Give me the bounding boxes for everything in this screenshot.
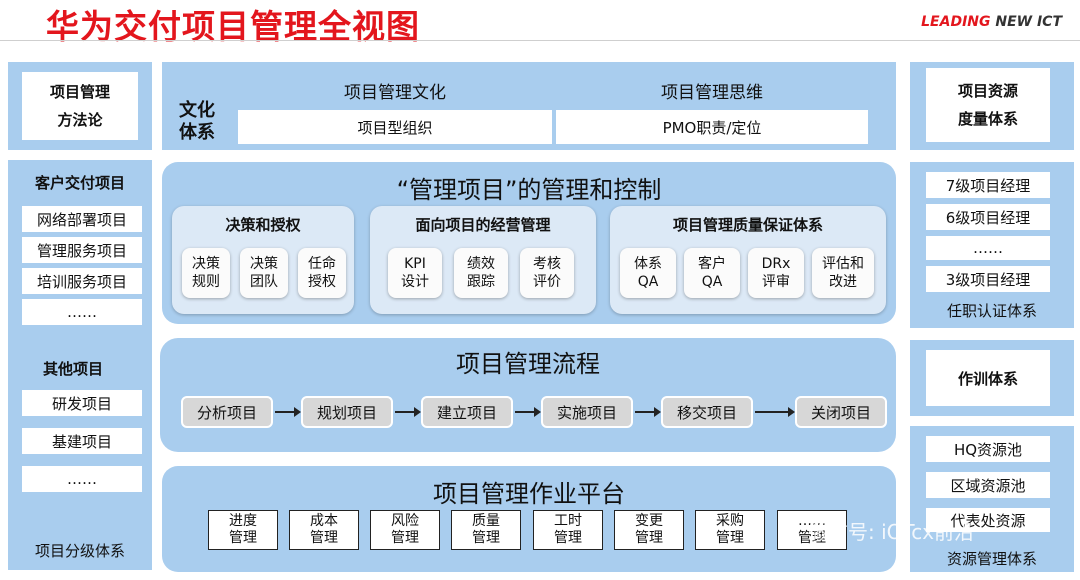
customer-item-label: 培训服务项目 (36, 272, 127, 291)
header-divider (0, 40, 1080, 41)
level-label: 6级项目经理 (945, 208, 1031, 227)
page-title: 华为交付项目管理全视图 (46, 7, 420, 46)
card-decision-team: 决策 团队 (240, 248, 288, 298)
other-item-label: …… (67, 470, 97, 488)
level-label: 7级项目经理 (945, 176, 1031, 195)
platform-panel (162, 466, 896, 572)
arrow-right-icon (755, 407, 795, 417)
culture-box-label: PMO职责/定位 (662, 118, 762, 137)
control-title: “管理项目”的管理和控制 (396, 176, 662, 204)
level-more: …… (926, 236, 1050, 260)
step-implement: 实施项目 (541, 396, 633, 428)
arrow-right-icon (515, 407, 541, 417)
customer-item-training: 培训服务项目 (22, 268, 142, 294)
platform-more: …… 管理 (777, 510, 847, 550)
methodology-box: 项目管理 方法论 (22, 72, 138, 140)
quality-group-title: 项目管理质量保证体系 (672, 216, 823, 234)
arrow-right-icon (395, 407, 421, 417)
customer-item-network: 网络部署项目 (22, 206, 142, 232)
customer-item-label: 管理服务项目 (36, 241, 127, 260)
card-customer-qa: 客户 QA (684, 248, 740, 298)
resource-measure-label: 项目资源 度量体系 (957, 82, 1018, 128)
resource-pool-footer: 资源管理体系 (946, 550, 1037, 568)
platform-title: 项目管理作业平台 (433, 480, 625, 508)
platform-risk: 风险 管理 (370, 510, 440, 550)
card-decision-rules: 决策 规则 (182, 248, 230, 298)
other-item-label: 研发项目 (51, 394, 112, 413)
pool-regional: 区域资源池 (926, 472, 1050, 498)
step-establish: 建立项目 (421, 396, 513, 428)
card-evaluation-improvement: 评估和 改进 (812, 248, 874, 298)
other-item-more: …… (22, 466, 142, 492)
decision-group-title: 决策和授权 (225, 216, 301, 234)
arrow-right-icon (275, 407, 301, 417)
platform-schedule: 进度 管理 (208, 510, 278, 550)
customer-projects-title: 客户交付项目 (34, 174, 125, 192)
customer-item-label: …… (67, 303, 97, 321)
platform-hours: 工时 管理 (533, 510, 603, 550)
culture-box-project-org: 项目型组织 (238, 110, 552, 144)
pool-representative: 代表处资源 (926, 508, 1050, 532)
operations-group-title: 面向项目的经营管理 (415, 216, 551, 234)
training-label: 作训体系 (957, 369, 1018, 388)
methodology-label: 项目管理 方法论 (49, 83, 110, 129)
wechat-watermark: 微信号: iOTcx前沿 (808, 520, 975, 544)
logo-text-leading: LEADING (921, 14, 996, 30)
logo-text-newict: NEW ICT (995, 14, 1062, 30)
process-panel (160, 338, 896, 452)
pool-label: HQ资源池 (953, 440, 1023, 459)
brand-logo: LEADING NEW ICT (921, 14, 1062, 30)
culture-box-pmo: PMO职责/定位 (556, 110, 868, 144)
card-kpi-design: KPI 设计 (388, 248, 442, 298)
level-6: 6级项目经理 (926, 204, 1050, 230)
customer-item-managed-service: 管理服务项目 (22, 237, 142, 263)
card-drx-review: DRx 评审 (748, 248, 804, 298)
level-label: …… (973, 239, 1003, 257)
pool-label: 区域资源池 (950, 476, 1026, 495)
culture-col1-title: 项目管理文化 (344, 83, 446, 103)
level-label: 3级项目经理 (945, 270, 1031, 289)
arrow-right-icon (635, 407, 661, 417)
customer-item-label: 网络部署项目 (36, 210, 127, 229)
platform-change: 变更 管理 (614, 510, 684, 550)
culture-label: 文化 体系 (179, 100, 215, 143)
other-item-label: 基建项目 (51, 432, 112, 451)
pool-label: 代表处资源 (950, 511, 1026, 530)
level-7: 7级项目经理 (926, 172, 1050, 198)
level-3: 3级项目经理 (926, 266, 1050, 292)
step-close: 关闭项目 (795, 396, 887, 428)
platform-quality: 质量 管理 (451, 510, 521, 550)
project-grading-footer: 项目分级体系 (34, 542, 125, 560)
pool-hq: HQ资源池 (926, 436, 1050, 462)
platform-cost: 成本 管理 (289, 510, 359, 550)
process-title: 项目管理流程 (456, 350, 600, 378)
other-item-rd: 研发项目 (22, 390, 142, 416)
card-system-qa: 体系 QA (620, 248, 676, 298)
card-appointment: 任命 授权 (298, 248, 346, 298)
step-analyze: 分析项目 (181, 396, 273, 428)
step-plan: 规划项目 (301, 396, 393, 428)
step-handover: 移交项目 (661, 396, 753, 428)
resource-measure-box: 项目资源 度量体系 (926, 68, 1050, 142)
cert-footer: 任职认证体系 (946, 302, 1037, 320)
training-box: 作训体系 (926, 350, 1050, 406)
culture-box-label: 项目型组织 (357, 118, 433, 137)
card-assessment: 考核 评价 (520, 248, 574, 298)
culture-col2-title: 项目管理思维 (661, 83, 763, 103)
other-item-infrastructure: 基建项目 (22, 428, 142, 454)
card-performance-tracking: 绩效 跟踪 (454, 248, 508, 298)
other-projects-title: 其他项目 (42, 360, 103, 378)
customer-item-more: …… (22, 299, 142, 325)
platform-procurement: 采购 管理 (695, 510, 765, 550)
